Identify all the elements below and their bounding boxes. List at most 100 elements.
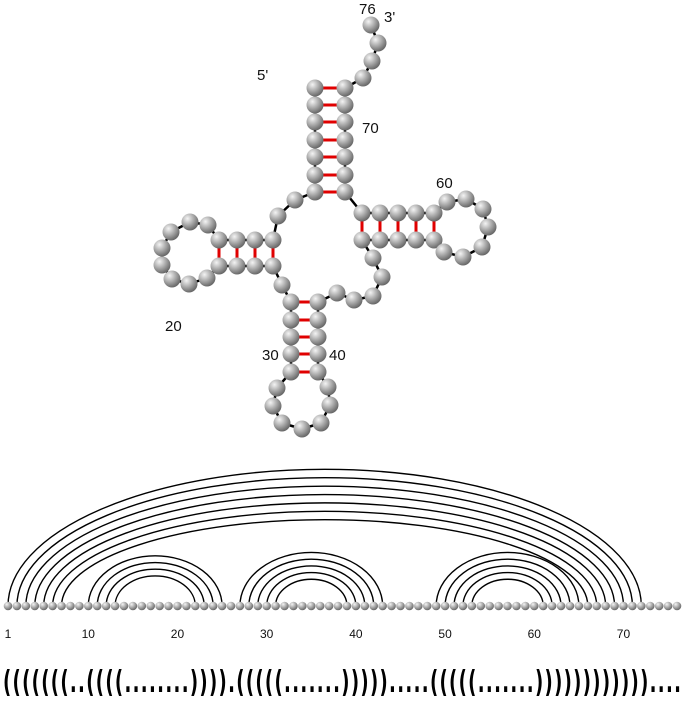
nucleotide-bead <box>362 16 380 34</box>
position-tick-label: 40 <box>349 627 363 641</box>
nucleotide-bead <box>473 238 491 256</box>
nucleotide-bead <box>153 239 171 257</box>
arc-nucleotide-bead <box>280 601 289 611</box>
arc-nucleotide-bead <box>610 601 619 611</box>
nucleotide-bead <box>210 231 228 249</box>
nucleotide-bead <box>282 363 300 381</box>
arc-nucleotide-bead <box>538 601 548 611</box>
arc-nucleotide-bead <box>574 601 584 611</box>
nucleotide-bead <box>306 131 324 149</box>
nucleotide-bead <box>282 345 300 363</box>
arc-nucleotide-bead <box>556 601 566 611</box>
pair-arc <box>444 558 571 607</box>
nucleotide-bead <box>210 257 228 275</box>
position-tick-label: 20 <box>171 627 185 641</box>
position-tick-label: 10 <box>82 627 96 641</box>
arc-nucleotide-bead <box>440 601 450 611</box>
nucleotide-bead <box>306 166 324 184</box>
arc-nucleotide-bead <box>378 601 387 611</box>
nucleotide-bead <box>264 231 282 249</box>
nucleotide-bead <box>228 257 246 275</box>
arc-nucleotide-bead <box>547 601 557 611</box>
pair-arc <box>42 502 607 607</box>
cloverleaf-base-pairs <box>217 86 436 374</box>
arc-nucleotide-bead <box>199 601 209 611</box>
pair-arc <box>274 578 348 607</box>
arc-nucleotide-bead <box>601 601 610 611</box>
nucleotide-bead <box>425 231 443 249</box>
nucleotide-bead <box>309 293 327 311</box>
arc-nucleotide-bead <box>271 601 280 611</box>
arc-nucleotide-bead <box>458 601 468 611</box>
nucleotide-bead <box>373 268 391 286</box>
nucleotide-bead <box>336 79 354 97</box>
nucleotide-bead <box>306 113 324 131</box>
pair-arc <box>248 558 375 607</box>
arc-nucleotide-bead <box>101 601 111 611</box>
pair-arc <box>435 551 580 607</box>
nucleotide-bead <box>454 248 472 266</box>
three-prime-label: 3' <box>384 9 395 26</box>
arc-nucleotide-bead <box>128 601 138 611</box>
arc-nucleotide-bead <box>191 601 200 611</box>
arc-nucleotide-bead <box>422 601 432 611</box>
arc-base-pairs <box>7 468 643 607</box>
arc-nucleotide-bead <box>503 601 512 611</box>
pair-arc <box>105 568 205 607</box>
pair-arc <box>16 477 634 607</box>
position-tick-label: 60 <box>528 627 542 641</box>
arc-nucleotide-bead <box>449 601 459 611</box>
arc-nucleotide-bead <box>396 601 405 611</box>
nucleotide-bead <box>371 204 389 222</box>
arc-nucleotide-bead <box>645 601 655 611</box>
arc-nucleotide-bead <box>173 601 182 611</box>
arc-nucleotide-bead <box>306 601 316 611</box>
pair-arc <box>453 565 562 607</box>
position-tick-label: 70 <box>617 627 631 641</box>
arc-nucleotide-bead <box>619 601 628 611</box>
arc-nucleotide-bead <box>342 601 352 611</box>
arc-nucleotide-bead <box>628 601 637 611</box>
arc-nucleotide-bead <box>333 601 343 611</box>
arc-nucleotide-bead <box>66 601 75 611</box>
pair-arc <box>60 518 589 607</box>
position-30-label: 30 <box>262 347 279 364</box>
nucleotide-bead <box>312 414 330 432</box>
cloverleaf-diagram: 5' 3' 76 70 60 20 30 40 <box>153 1 497 438</box>
nucleotide-bead <box>407 204 425 222</box>
nucleotide-bead <box>309 363 327 381</box>
arc-nucleotide-bead <box>244 601 254 611</box>
position-40-label: 40 <box>329 347 346 364</box>
nucleotide-bead <box>246 257 264 275</box>
nucleotide-bead <box>321 396 339 414</box>
arc-nucleotide-bead <box>226 601 236 611</box>
nucleotide-bead <box>309 328 327 346</box>
nucleotide-bead <box>345 291 363 309</box>
arc-nucleotide-bead <box>360 601 370 611</box>
arc-nucleotide-bead <box>431 601 441 611</box>
nucleotide-bead <box>264 397 282 415</box>
dot-bracket-notation: (((((((..((((........)))).(((((.......))… <box>3 664 681 699</box>
nucleotide-bead <box>336 131 354 149</box>
nucleotide-bead <box>286 191 304 209</box>
nucleotide-bead <box>269 207 287 225</box>
nucleotide-bead <box>438 193 456 211</box>
nucleotide-bead <box>328 284 346 302</box>
pair-arc <box>265 571 357 607</box>
arc-nucleotide-bead <box>110 601 120 611</box>
arc-nucleotide-bead <box>289 601 298 611</box>
nucleotide-bead <box>336 96 354 114</box>
arc-nucleotide-bead <box>235 601 245 611</box>
pair-arc <box>96 561 214 607</box>
nucleotide-bead <box>336 113 354 131</box>
pair-arc <box>239 551 384 607</box>
arc-nucleotide-bead <box>405 601 414 611</box>
arc-nucleotide-bead <box>654 601 664 611</box>
nucleotide-bead <box>336 183 354 201</box>
arc-nucleotides <box>3 601 682 611</box>
pair-arc <box>257 565 366 607</box>
arc-nucleotide-bead <box>217 601 227 611</box>
arc-nucleotide-bead <box>39 601 48 611</box>
arc-nucleotide-bead <box>476 601 486 611</box>
